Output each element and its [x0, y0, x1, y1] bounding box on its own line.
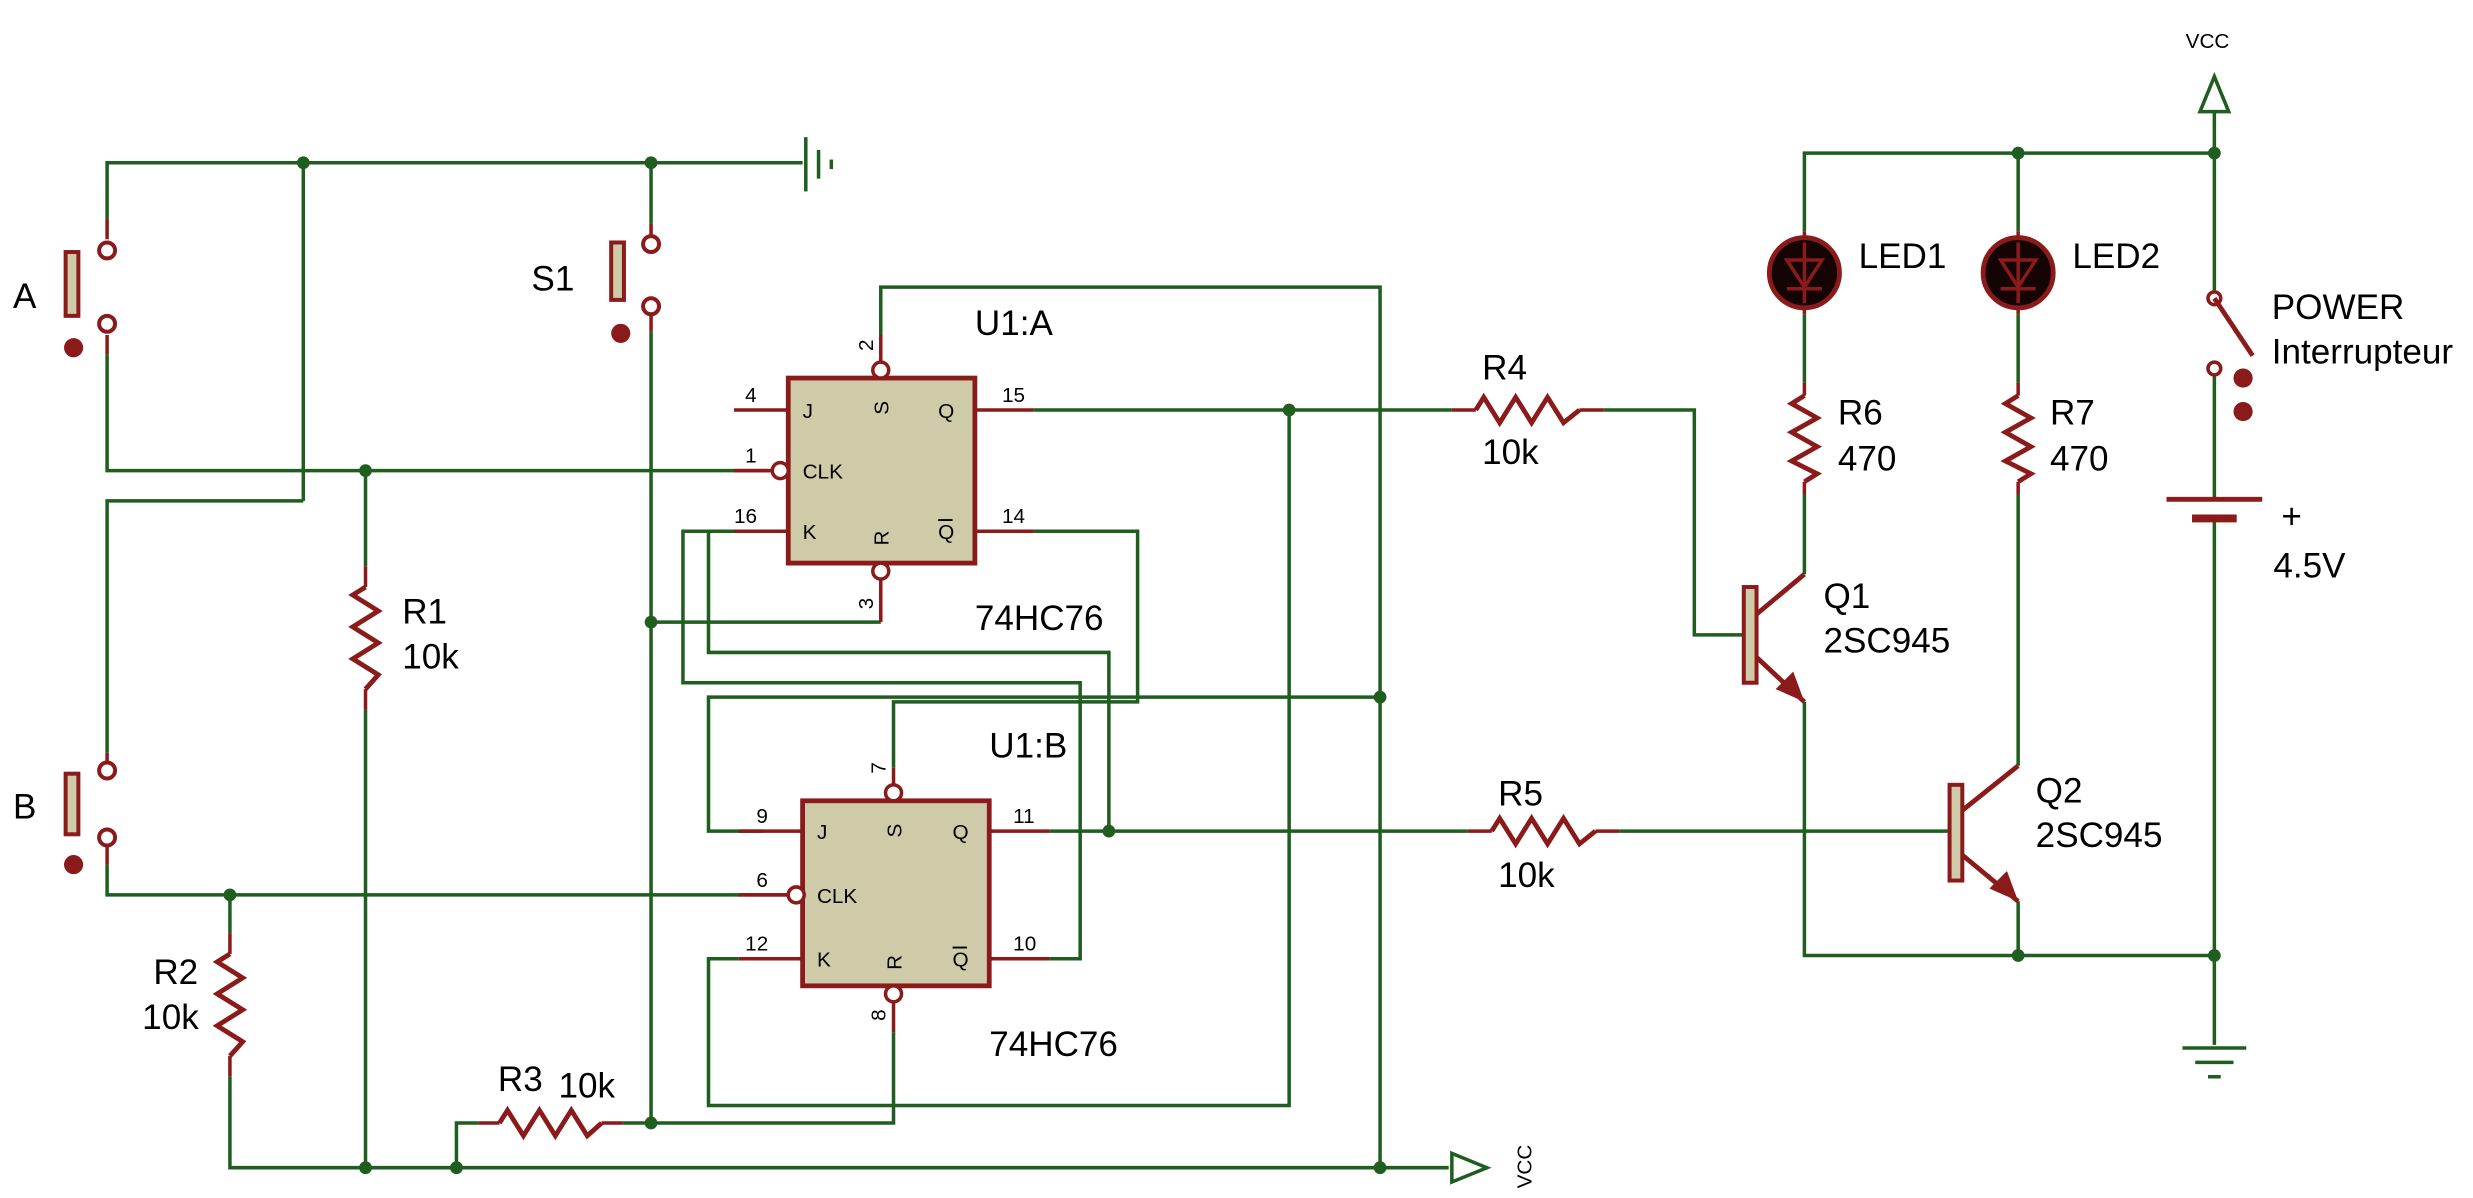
r3-ref: R3 [498, 1060, 543, 1099]
vcc-symbol-bottom: VCC [1450, 1145, 1537, 1189]
r6-value: 470 [1838, 440, 1897, 479]
u1a-pin-qbar-number: 14 [1002, 505, 1025, 528]
power-name: Interrupteur [2272, 333, 2454, 372]
resistor-r7: R7 470 [2000, 382, 2109, 495]
transistor-q1: Q1 2SC945 [1741, 572, 1951, 704]
power-switch: POWER Interrupteur [2206, 288, 2454, 422]
resistor-r1: R1 10k [348, 566, 459, 710]
u1a-ref: U1:A [975, 304, 1054, 343]
u1a-pin-clk-number: 1 [745, 445, 757, 468]
r7-value: 470 [2050, 440, 2109, 479]
u1b-pin-k-label: K [817, 949, 831, 972]
flip-flop-u1b: J CLK K Q Q S R 9 6 12 11 10 7 8 U1:B 74… [738, 727, 1118, 1064]
u1a-pin-q-number: 15 [1002, 384, 1025, 407]
u1b-part: 74HC76 [989, 1025, 1118, 1064]
q2-part: 2SC945 [2036, 816, 2163, 855]
r4-value: 10k [1482, 433, 1539, 472]
u1a-pin-qbar-label: Q [938, 521, 954, 544]
r1-value: 10k [402, 637, 459, 676]
u1b-pin-qbar-number: 10 [1013, 933, 1036, 956]
vcc-top-label: VCC [2186, 30, 2230, 53]
r1-ref: R1 [402, 593, 447, 632]
u1b-pin-r-number: 8 [868, 1009, 891, 1021]
u1b-pin-k-number: 12 [745, 933, 768, 956]
u1b-pin-j-number: 9 [756, 805, 768, 828]
u1a-pin-q-label: Q [938, 400, 954, 423]
u1a-pin-k-label: K [803, 521, 817, 544]
r2-ref: R2 [153, 953, 198, 992]
power-ref: POWER [2272, 288, 2405, 327]
ground-symbol-top [804, 137, 834, 192]
switch-a-label: A [13, 277, 37, 316]
switch-b-label: B [13, 787, 36, 826]
switch-s1-label: S1 [531, 259, 574, 298]
ground-symbol-bottom [2182, 1046, 2247, 1079]
switch-b: B [13, 752, 118, 875]
transistor-q2: Q2 2SC945 [1947, 763, 2163, 904]
r7-ref: R7 [2050, 393, 2095, 432]
battery-value: 4.5V [2273, 546, 2346, 585]
vcc-bottom-label: VCC [1514, 1145, 1537, 1189]
r3-value: 10k [559, 1067, 616, 1106]
u1b-pin-q-label: Q [953, 821, 969, 844]
r2-value: 10k [142, 998, 199, 1037]
u1b-ref: U1:B [989, 727, 1067, 766]
u1a-pin-k-number: 16 [734, 505, 757, 528]
u1b-pin-s-label: S [884, 824, 907, 838]
r5-ref: R5 [1498, 775, 1543, 814]
r4-ref: R4 [1482, 349, 1527, 388]
u1a-pin-r-number: 3 [855, 598, 878, 610]
resistor-r2: R2 10k [142, 933, 248, 1077]
q2-ref: Q2 [2036, 771, 2083, 810]
r6-ref: R6 [1838, 393, 1883, 432]
u1a-pin-r-label: R [871, 531, 894, 546]
u1a-pin-clk-label: CLK [803, 461, 843, 484]
u1b-pin-qbar-label: Q [953, 949, 969, 972]
u1b-pin-r-label: R [884, 955, 907, 970]
battery-polarity: + [2281, 497, 2302, 536]
resistor-r3: R3 10k [478, 1060, 623, 1141]
u1a-part: 74HC76 [975, 599, 1104, 638]
resistor-r4: R4 10k [1451, 349, 1604, 472]
vcc-symbol-top: VCC [2186, 30, 2232, 114]
battery: + 4.5V [2166, 496, 2346, 585]
led2-ref: LED2 [2072, 237, 2160, 276]
junction-dots [223, 146, 2221, 1175]
u1b-pin-j-label: J [817, 821, 827, 844]
led-1: LED1 [1766, 231, 1947, 315]
led1-ref: LED1 [1859, 237, 1947, 276]
flip-flop-u1a: J CLK K Q Q S R 4 1 16 15 14 2 3 U1:A 74… [734, 304, 1104, 638]
r5-value: 10k [1498, 856, 1555, 895]
u1a-pin-s-number: 2 [855, 339, 878, 351]
wires [105, 111, 2217, 1170]
u1a-pin-j-label: J [803, 400, 813, 423]
led-2: LED2 [1980, 231, 2160, 315]
u1b-pin-s-number: 7 [868, 762, 891, 774]
q1-part: 2SC945 [1824, 621, 1951, 660]
q1-ref: Q1 [1824, 577, 1871, 616]
u1a-pin-s-label: S [871, 401, 894, 415]
u1b-pin-clk-number: 6 [756, 869, 768, 892]
u1a-pin-j-number: 4 [745, 384, 757, 407]
resistor-r5: R5 10k [1467, 775, 1620, 895]
resistor-r6: R6 470 [1786, 382, 1897, 495]
switch-a: A [13, 218, 118, 358]
u1b-pin-q-number: 11 [1013, 805, 1035, 828]
u1b-pin-clk-label: CLK [817, 885, 857, 908]
switch-s1: S1 [531, 223, 662, 343]
